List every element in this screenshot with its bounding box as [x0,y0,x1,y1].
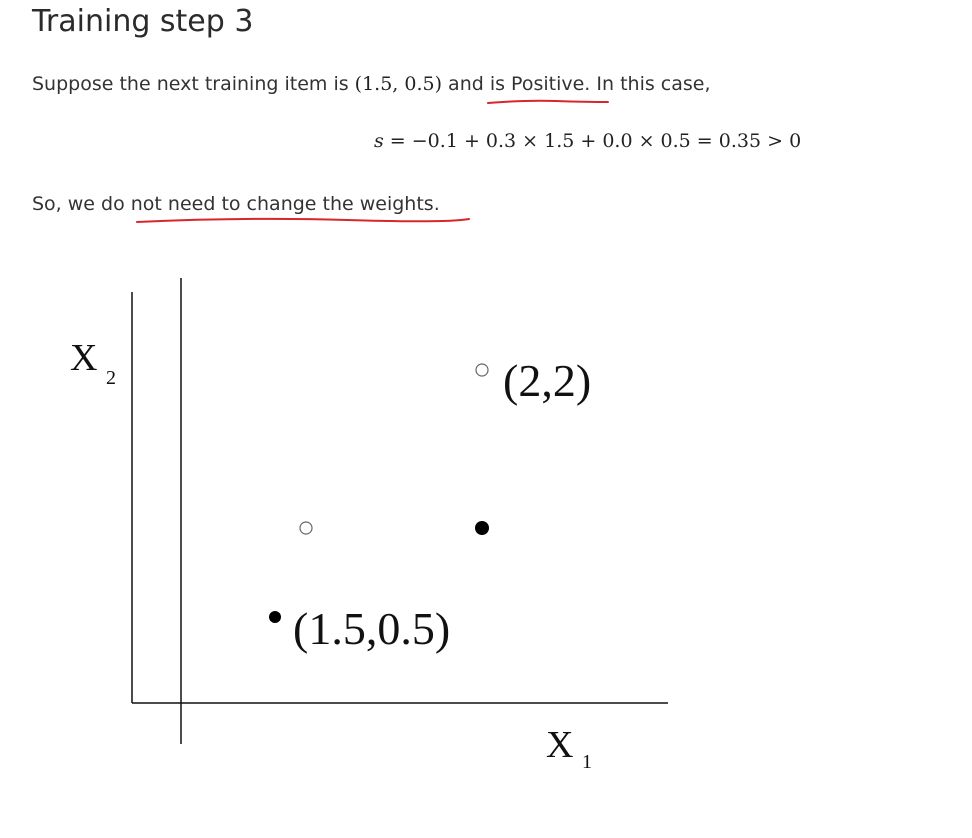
training-item-paragraph: Suppose the next training item is (1.5, … [32,73,711,104]
y-axis-subscript: 2 [106,367,116,389]
open-point-middle [299,521,313,535]
conclusion-text-before: So, we do [32,193,131,215]
page-title: Training step 3 [32,4,254,39]
point-label-1-5-0-5: (1.5,0.5) [293,603,450,654]
red-underline-annotation [486,99,609,104]
annotated-phrase-positive: is Positive. [486,73,609,104]
filled-point-right [475,521,489,535]
paragraph-text-before: Suppose the next training item is [32,73,355,95]
highlight-text-weights: not need to change the weights. [130,193,440,215]
annotated-phrase-weights: not need to change the weights. [130,193,470,223]
y-axis-label: X [70,337,97,379]
open-point-2-2 [475,363,489,377]
red-underline-annotation [135,217,470,223]
paragraph-text-after: In this case, [590,73,711,95]
conclusion-paragraph: So, we do not need to change the weights… [32,193,470,223]
x-axis-label: X [546,724,573,766]
filled-point-1-5-0-5 [269,611,281,623]
paragraph-text-middle: and [442,73,490,95]
equation-lhs: s [374,130,384,152]
equation-rhs: = −0.1 + 0.3 × 1.5 + 0.0 × 0.5 = 0.35 > … [383,130,802,152]
x-axis-subscript: 1 [582,751,592,773]
highlight-text-positive: is Positive. [489,73,591,95]
point-label-2-2: (2,2) [503,355,591,406]
score-equation: s = −0.1 + 0.3 × 1.5 + 0.0 × 0.5 = 0.35 … [374,130,801,152]
training-item-value: (1.5, 0.5) [354,73,443,95]
